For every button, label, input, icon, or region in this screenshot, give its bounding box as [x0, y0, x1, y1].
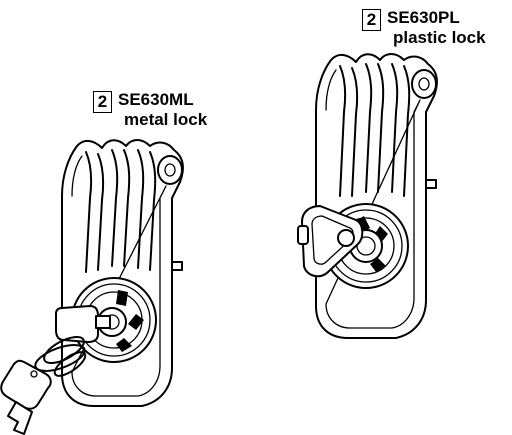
metal-key-icon	[0, 305, 111, 435]
plastic-key-icon	[297, 205, 364, 278]
plastic-lock-housing	[315, 53, 438, 339]
metal-lock-housing	[61, 139, 184, 407]
quantity-box: 2	[93, 91, 112, 113]
part-description: metal lock	[124, 110, 208, 129]
part-number: SE630PL	[387, 8, 460, 27]
callout-se630ml: 2 SE630ML metal lock	[93, 90, 207, 130]
quantity-box: 2	[362, 9, 381, 31]
part-number: SE630ML	[118, 90, 194, 109]
part-description: plastic lock	[393, 28, 486, 47]
callout-se630pl: 2 SE630PL plastic lock	[362, 8, 486, 48]
